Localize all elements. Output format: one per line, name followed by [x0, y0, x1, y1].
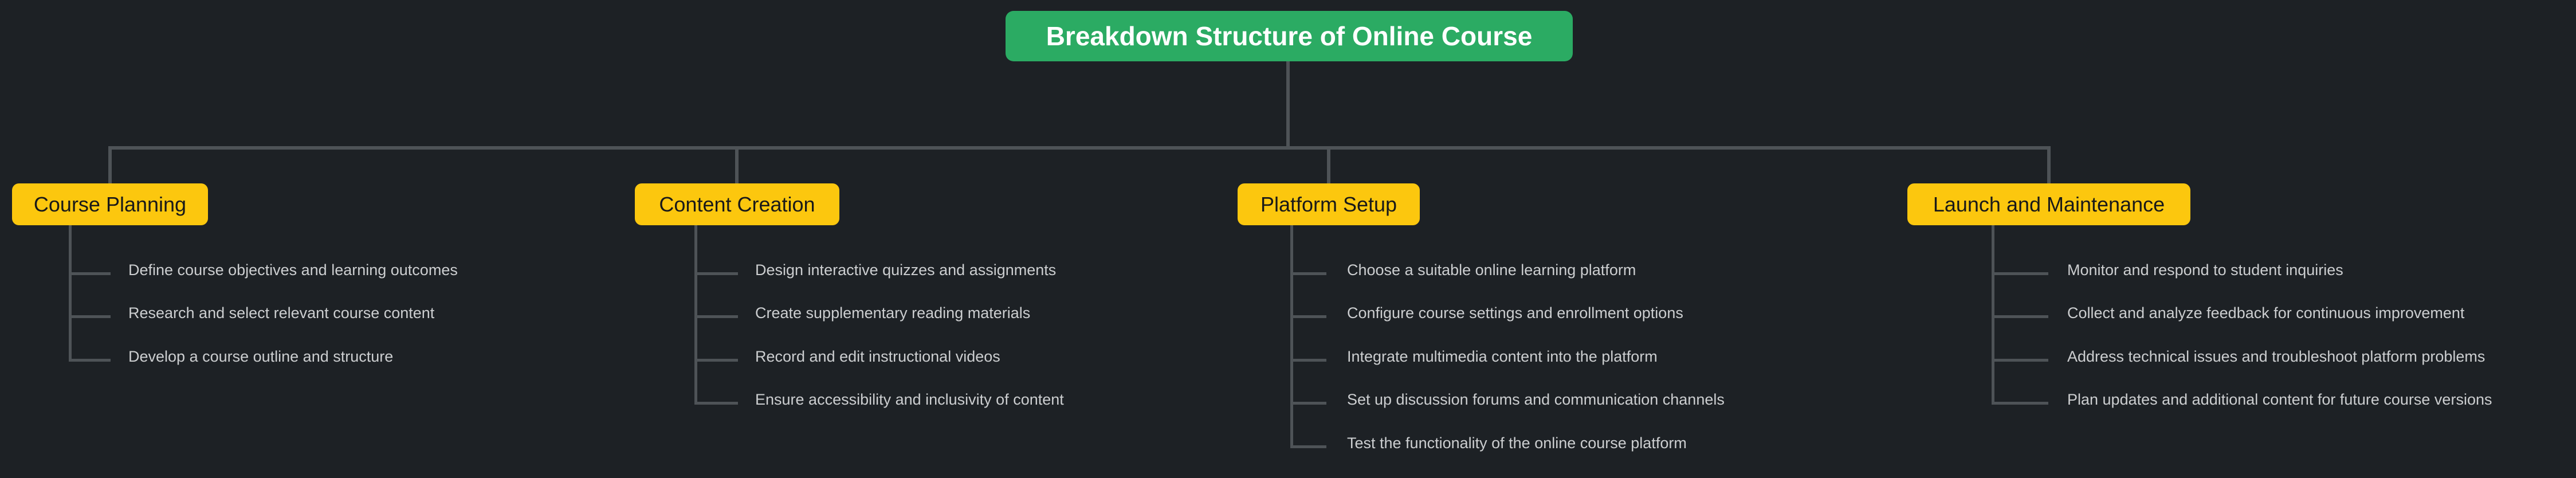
- root-node[interactable]: Breakdown Structure of Online Course: [1006, 11, 1573, 61]
- connector-tick: [1290, 315, 1326, 318]
- connector-subtree-launch-maintenance: [1992, 225, 1994, 405]
- connector-drop-launch-maintenance: [2047, 146, 2051, 185]
- branch-node-launch-maintenance[interactable]: Launch and Maintenance: [1907, 183, 2190, 225]
- connector-subtree-content-creation: [694, 225, 697, 405]
- branch-node-content-creation[interactable]: Content Creation: [635, 183, 839, 225]
- task-item[interactable]: Define course objectives and learning ou…: [128, 261, 458, 279]
- connector-tick: [1290, 402, 1326, 405]
- branch-node-platform-setup[interactable]: Platform Setup: [1238, 183, 1420, 225]
- connector-tick: [1992, 315, 2048, 318]
- connector-tick: [1992, 402, 2048, 405]
- branch-node-course-planning[interactable]: Course Planning: [12, 183, 208, 225]
- task-item[interactable]: Ensure accessibility and inclusivity of …: [755, 391, 1064, 408]
- task-item[interactable]: Collect and analyze feedback for continu…: [2067, 304, 2465, 322]
- task-item[interactable]: Record and edit instructional videos: [755, 348, 1000, 365]
- connector-tick: [1290, 272, 1326, 275]
- connector-tick: [1992, 359, 2048, 362]
- connector-tick: [694, 315, 738, 318]
- connector-subtree-platform-setup: [1290, 225, 1293, 448]
- task-item[interactable]: Integrate multimedia content into the pl…: [1347, 348, 1658, 365]
- task-item[interactable]: Create supplementary reading materials: [755, 304, 1031, 322]
- connector-tick: [694, 272, 738, 275]
- connector-drop-platform-setup: [1327, 146, 1330, 185]
- task-item[interactable]: Set up discussion forums and communicati…: [1347, 391, 1725, 408]
- connector-bus: [108, 146, 2051, 150]
- connector-tick: [1992, 272, 2048, 275]
- connector-tick: [69, 315, 111, 318]
- task-item[interactable]: Design interactive quizzes and assignmen…: [755, 261, 1057, 279]
- connector-subtree-course-planning: [69, 225, 72, 362]
- connector-tick: [694, 402, 738, 405]
- task-item[interactable]: Develop a course outline and structure: [128, 348, 394, 365]
- connector-drop-content-creation: [735, 146, 739, 185]
- task-item[interactable]: Research and select relevant course cont…: [128, 304, 435, 322]
- connector-root-stem: [1286, 61, 1290, 148]
- connector-tick: [1290, 445, 1326, 448]
- connector-tick: [1290, 359, 1326, 362]
- task-item[interactable]: Address technical issues and troubleshoo…: [2067, 348, 2485, 365]
- task-item[interactable]: Monitor and respond to student inquiries: [2067, 261, 2343, 279]
- connector-drop-course-planning: [108, 146, 112, 185]
- task-item[interactable]: Plan updates and additional content for …: [2067, 391, 2492, 408]
- connector-tick: [69, 272, 111, 275]
- connector-tick: [69, 359, 111, 362]
- connector-tick: [694, 359, 738, 362]
- task-item[interactable]: Configure course settings and enrollment…: [1347, 304, 1683, 322]
- task-item[interactable]: Test the functionality of the online cou…: [1347, 434, 1687, 452]
- task-item[interactable]: Choose a suitable online learning platfo…: [1347, 261, 1636, 279]
